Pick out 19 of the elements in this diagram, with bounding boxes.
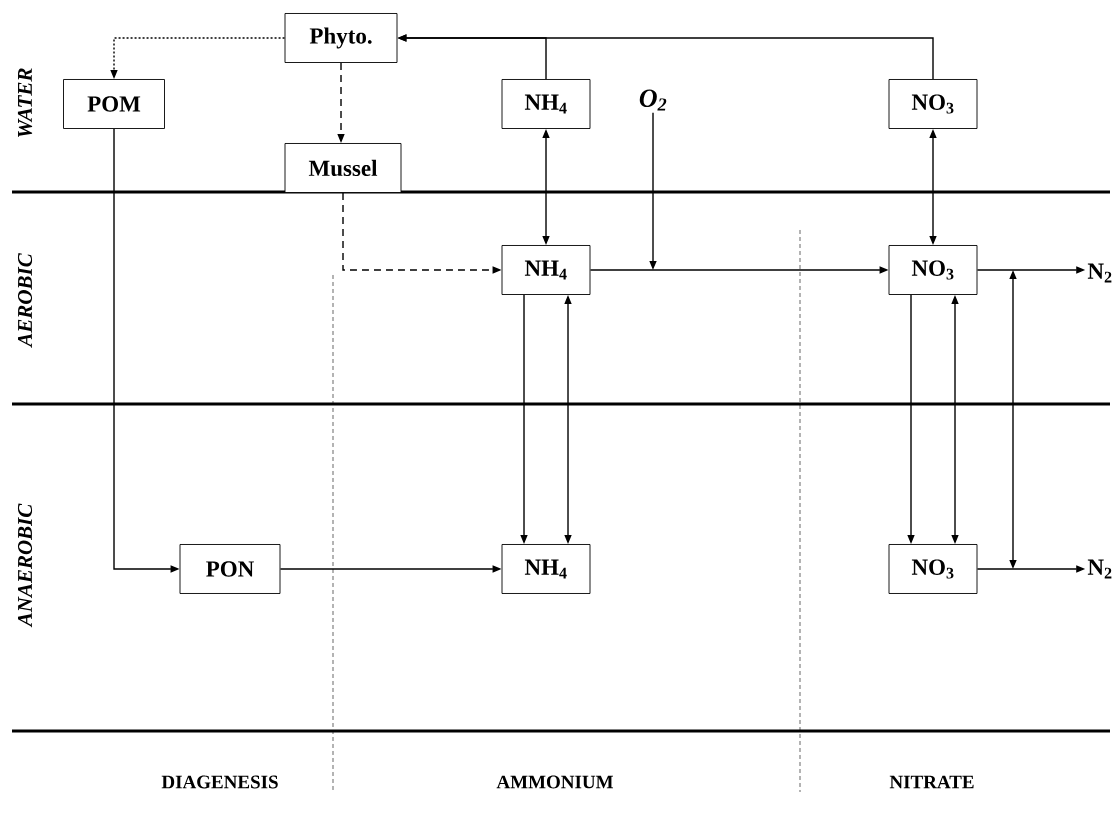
species-label: N$_{2}$: [1087, 559, 1112, 579]
species-box: NH$_{4}$: [501, 544, 591, 594]
species-box: POM: [63, 79, 165, 129]
species-label: O$_{2}$: [639, 89, 667, 111]
zone-label: AEROBIC: [17, 253, 33, 348]
column-label: AMMONIUM: [496, 775, 613, 789]
species-box: NH$_{4}$: [501, 245, 591, 295]
zone-label: WATER: [17, 68, 33, 137]
species-box: NH$_{4}$: [501, 79, 591, 129]
species-box: Mussel: [284, 143, 402, 193]
species-box: Phyto.: [284, 13, 398, 63]
species-box: NO$_{3}$: [888, 544, 978, 594]
zone-label: ANAEROBIC: [17, 503, 33, 628]
species-box: PON: [179, 544, 281, 594]
species-box: NO$_{3}$: [888, 79, 978, 129]
species-label: N$_{2}$: [1087, 263, 1112, 283]
species-box: NO$_{3}$: [888, 245, 978, 295]
column-label: DIAGENESIS: [161, 775, 278, 789]
column-label: NITRATE: [889, 775, 974, 789]
